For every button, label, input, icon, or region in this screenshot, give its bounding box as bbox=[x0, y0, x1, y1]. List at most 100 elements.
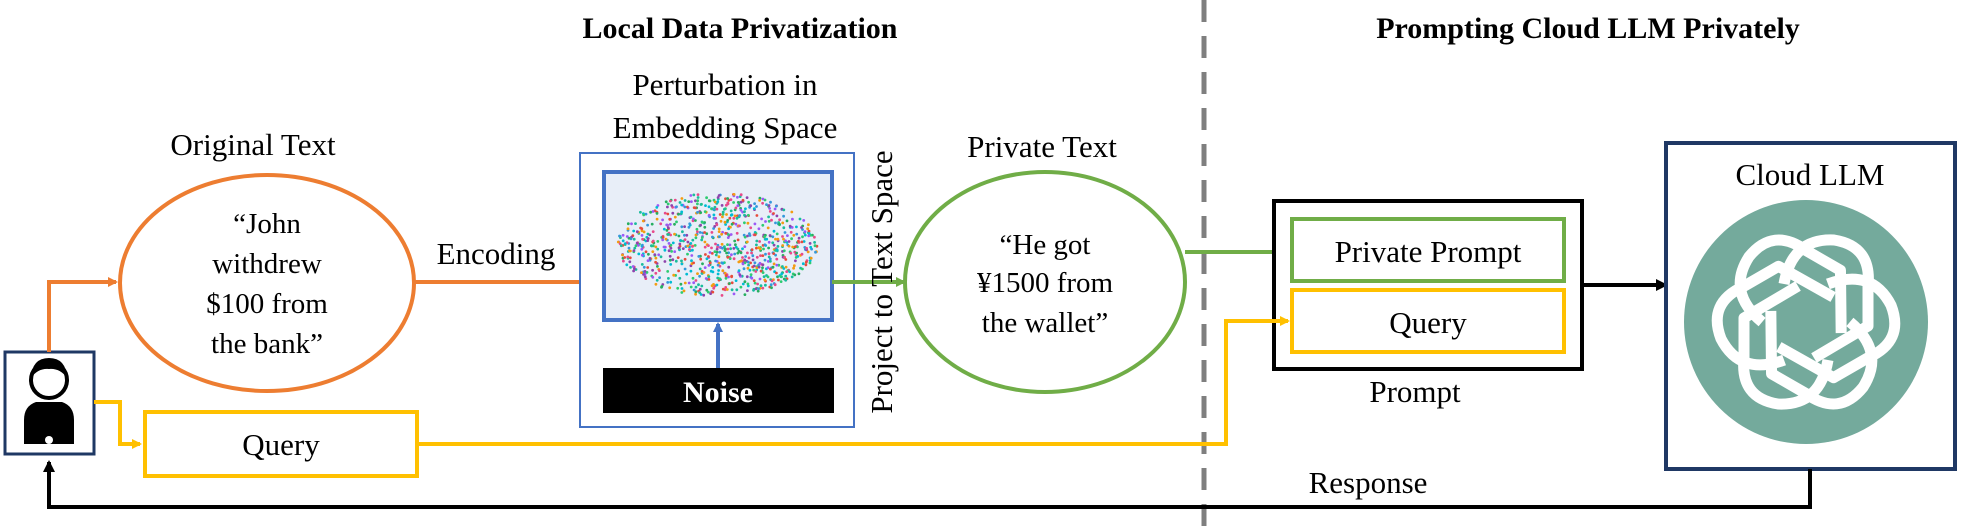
embedding-point bbox=[757, 287, 760, 290]
embedding-point bbox=[795, 251, 798, 255]
embedding-point bbox=[725, 288, 729, 291]
embedding-point bbox=[654, 245, 658, 249]
embedding-point bbox=[752, 268, 756, 272]
embedding-point bbox=[736, 195, 739, 199]
embedding-point bbox=[721, 212, 725, 216]
embedding-point bbox=[797, 239, 800, 243]
embedding-point bbox=[796, 245, 799, 249]
embedding-point bbox=[791, 217, 794, 221]
embedding-point bbox=[767, 204, 771, 207]
user-avatar-icon bbox=[3, 350, 96, 456]
embedding-point bbox=[761, 254, 765, 257]
embedding-point bbox=[670, 250, 673, 253]
embedding-point bbox=[715, 223, 719, 227]
embedding-point bbox=[771, 235, 775, 239]
embedding-point bbox=[686, 205, 689, 209]
embedding-point bbox=[661, 238, 665, 242]
embedding-point bbox=[659, 255, 663, 259]
embedding-point bbox=[668, 258, 672, 262]
embedding-point bbox=[696, 230, 699, 234]
embedding-point bbox=[752, 279, 756, 282]
embedding-point bbox=[625, 235, 629, 238]
embedding-point bbox=[764, 283, 767, 287]
embedding-point bbox=[757, 265, 761, 269]
embedding-point bbox=[802, 240, 806, 243]
embedding-point bbox=[634, 244, 638, 248]
private-text-line: the wallet” bbox=[982, 307, 1108, 339]
embedding-point bbox=[802, 219, 806, 222]
embedding-point bbox=[698, 231, 702, 234]
embedding-point bbox=[742, 267, 746, 271]
embedding-point bbox=[752, 288, 755, 292]
embedding-point bbox=[729, 247, 732, 251]
embedding-point bbox=[655, 217, 659, 221]
embedding-point bbox=[665, 223, 669, 227]
embedding-point bbox=[698, 267, 702, 271]
embedding-point bbox=[691, 248, 694, 252]
embedding-point bbox=[695, 227, 699, 231]
embedding-point bbox=[775, 214, 779, 218]
embedding-point bbox=[792, 264, 796, 268]
embedding-point bbox=[772, 212, 775, 215]
embedding-point bbox=[669, 233, 672, 237]
embedding-point bbox=[782, 226, 786, 230]
embedding-point bbox=[627, 246, 631, 250]
embedding-point bbox=[631, 265, 635, 268]
embedding-point bbox=[755, 255, 759, 259]
embedding-point bbox=[724, 231, 728, 235]
cloud-llm-label: Cloud LLM bbox=[1736, 157, 1885, 192]
embedding-point bbox=[717, 269, 720, 272]
embedding-point bbox=[769, 283, 773, 287]
embedding-point bbox=[775, 271, 778, 275]
embedding-point bbox=[734, 279, 738, 282]
user-to-original-arrow bbox=[47, 277, 118, 352]
embedding-point bbox=[686, 244, 690, 248]
embedding-point bbox=[697, 255, 701, 258]
embedding-point bbox=[651, 210, 655, 213]
embedding-point bbox=[758, 277, 762, 281]
embedding-point bbox=[686, 240, 690, 244]
embedding-point bbox=[660, 285, 664, 288]
embedding-point bbox=[770, 218, 773, 222]
embedding-point bbox=[720, 204, 724, 207]
embedding-point bbox=[701, 262, 704, 266]
embedding-point bbox=[796, 255, 800, 258]
embedding-point bbox=[724, 223, 727, 226]
embedding-point bbox=[791, 245, 795, 249]
embedding-point bbox=[735, 216, 739, 220]
embedding-point bbox=[778, 222, 781, 226]
embedding-point bbox=[771, 265, 775, 269]
embedding-point bbox=[737, 269, 741, 272]
embedding-point bbox=[788, 270, 792, 274]
embedding-point bbox=[680, 225, 684, 229]
embedding-point bbox=[755, 205, 758, 208]
embedding-point bbox=[701, 221, 704, 224]
embedding-point bbox=[746, 282, 750, 286]
embedding-point bbox=[798, 217, 802, 221]
embedding-point bbox=[754, 270, 758, 273]
user-to-query-arrow bbox=[94, 400, 142, 449]
embedding-point bbox=[712, 227, 715, 230]
embedding-point bbox=[728, 282, 731, 285]
embedding-point bbox=[801, 235, 804, 239]
embedding-point bbox=[813, 235, 816, 239]
embedding-point bbox=[666, 202, 670, 206]
embedding-point bbox=[621, 253, 624, 257]
embedding-point bbox=[773, 207, 777, 211]
private-text-label: Private Text bbox=[967, 129, 1117, 164]
embedding-point bbox=[623, 256, 627, 259]
embedding-point bbox=[656, 247, 660, 251]
embedding-point bbox=[763, 278, 767, 282]
openai-logo-icon bbox=[1684, 200, 1928, 444]
embedding-point bbox=[771, 241, 775, 245]
embedding-point bbox=[655, 212, 659, 215]
embedding-point bbox=[671, 241, 675, 245]
embedding-point bbox=[755, 243, 758, 247]
embedding-point bbox=[625, 263, 629, 267]
embedding-point bbox=[616, 240, 620, 244]
embedding-point bbox=[682, 289, 686, 293]
embedding-point bbox=[766, 275, 770, 279]
embedding-point bbox=[730, 222, 734, 226]
embedding-point bbox=[806, 227, 810, 231]
embedding-point bbox=[694, 236, 698, 240]
